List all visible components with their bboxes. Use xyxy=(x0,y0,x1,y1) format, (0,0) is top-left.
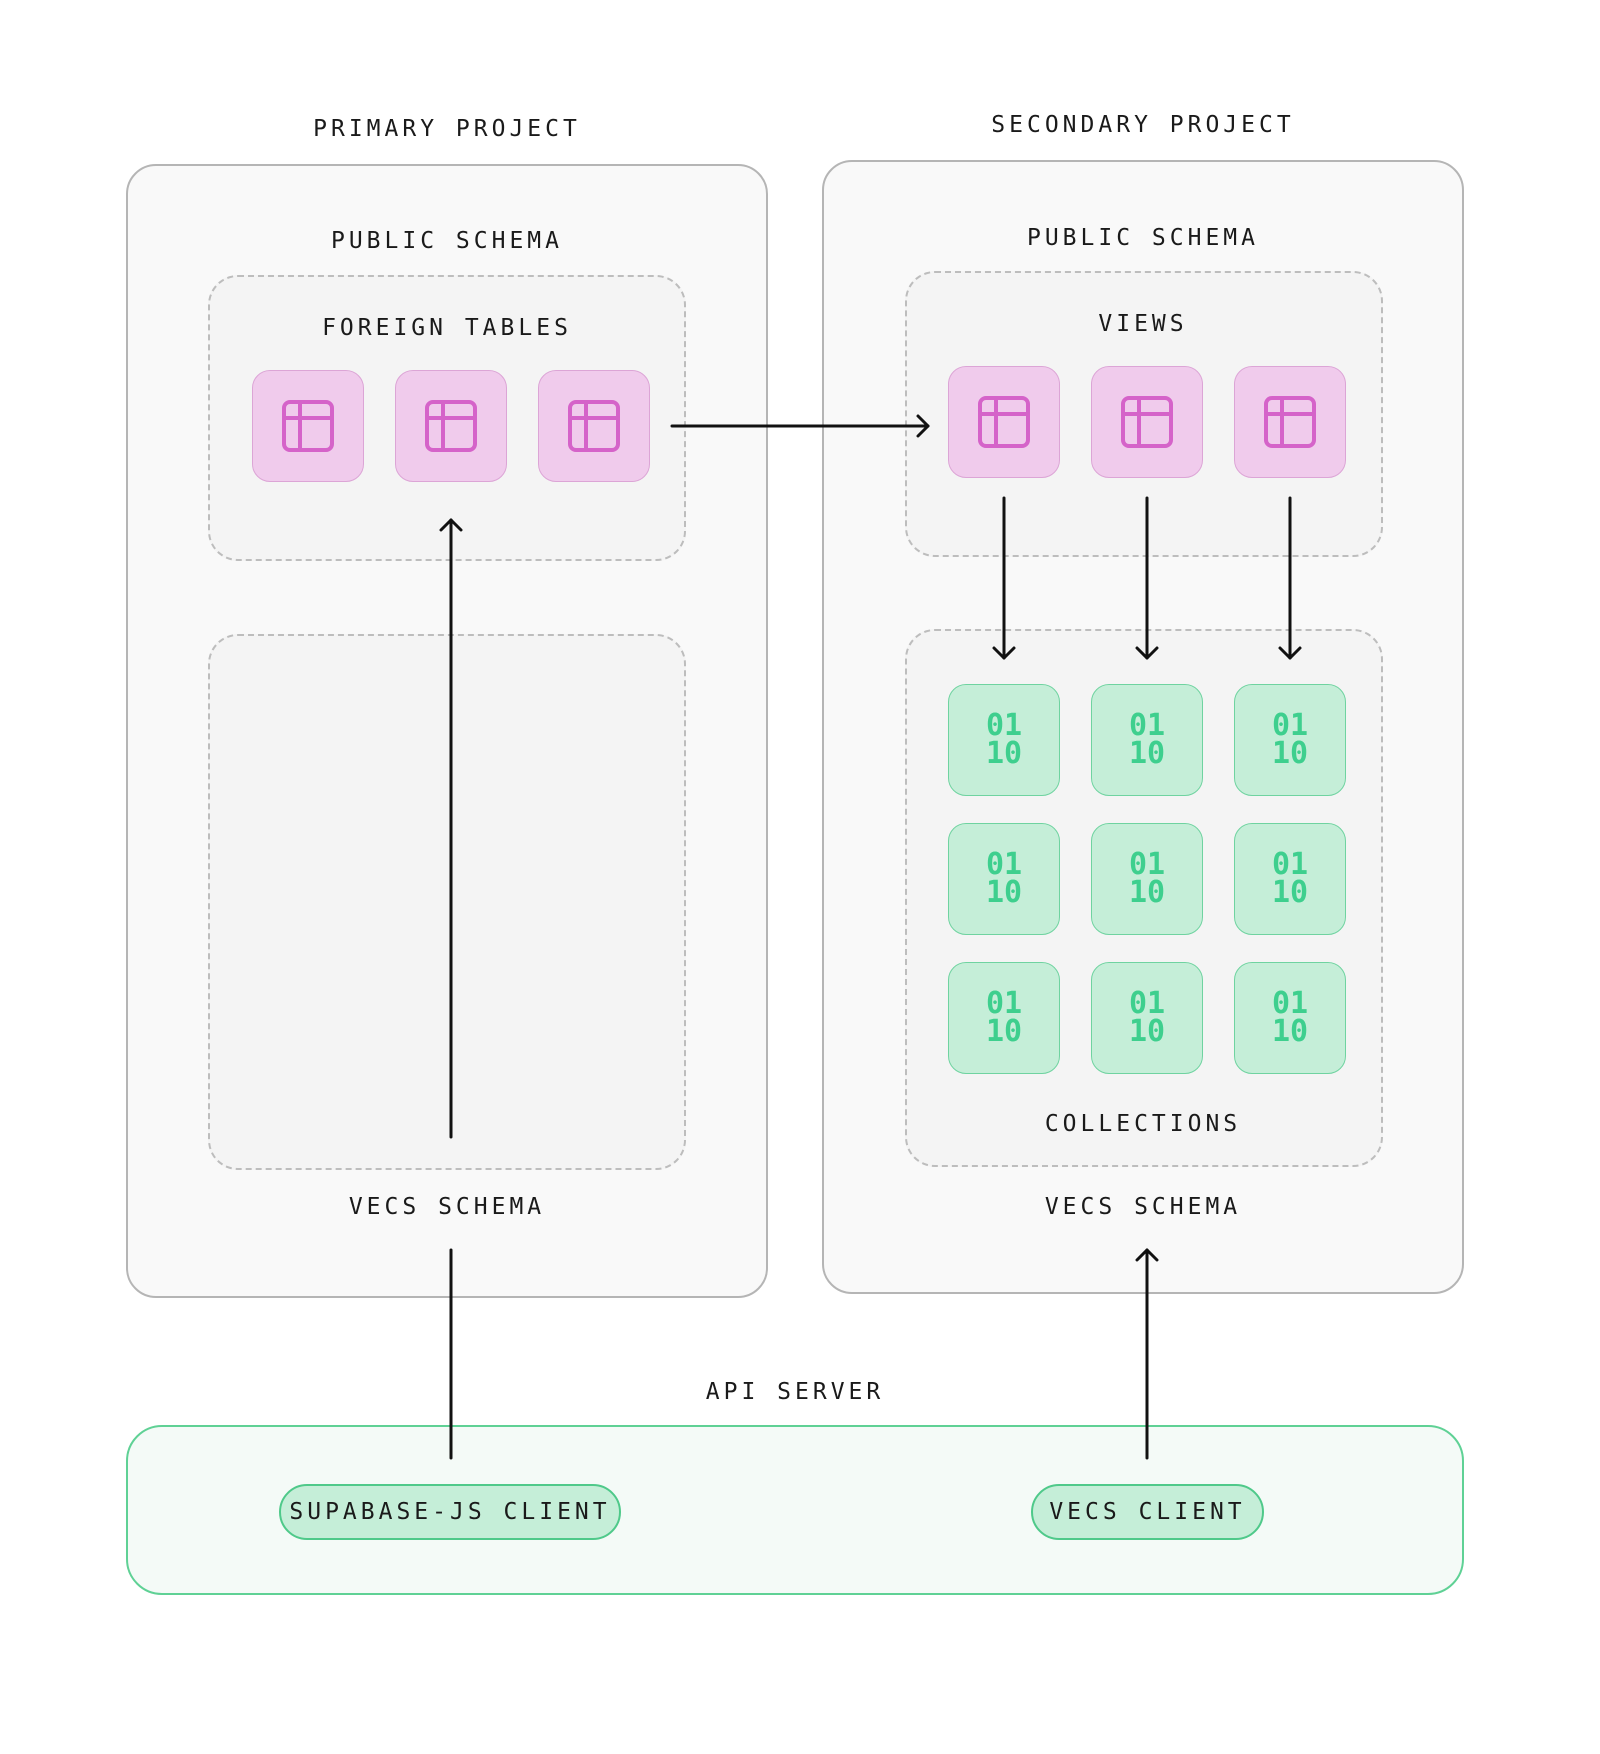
svg-text:01: 01 xyxy=(986,847,1022,882)
foreign-table-tile xyxy=(252,370,364,482)
foreign-table-tile xyxy=(538,370,650,482)
vecs-client-pill[interactable]: VECS CLIENT xyxy=(1031,1484,1264,1540)
arrow-head xyxy=(916,414,930,438)
svg-text:10: 10 xyxy=(986,1014,1022,1049)
collections-label: COLLECTIONS xyxy=(1044,1111,1242,1137)
svg-text:01: 01 xyxy=(1272,986,1308,1021)
arrow-head xyxy=(1278,646,1302,660)
foreign-tables-label: FOREIGN TABLES xyxy=(322,315,572,341)
primary-project-title: PRIMARY PROJECT xyxy=(313,116,581,142)
table-icon xyxy=(978,396,1030,448)
table-icon xyxy=(568,400,620,452)
secondary-project-title: SECONDARY PROJECT xyxy=(991,112,1295,138)
svg-text:10: 10 xyxy=(1129,1014,1165,1049)
table-icon xyxy=(425,400,477,452)
svg-text:01: 01 xyxy=(1272,708,1308,743)
secondary-vecs-schema-label: VECS SCHEMA xyxy=(1044,1194,1242,1220)
svg-text:10: 10 xyxy=(986,875,1022,910)
svg-text:01: 01 xyxy=(986,986,1022,1021)
supabase-js-client-pill[interactable]: SUPABASE-JS CLIENT xyxy=(279,1484,621,1540)
svg-text:01: 01 xyxy=(1272,847,1308,882)
table-icon xyxy=(282,400,334,452)
arrow-head xyxy=(992,646,1016,660)
arrow-head xyxy=(1135,1248,1159,1262)
svg-text:10: 10 xyxy=(1272,736,1308,771)
view-tile xyxy=(1234,366,1346,478)
svg-text:10: 10 xyxy=(1129,736,1165,771)
view-tile xyxy=(1091,366,1203,478)
view-tile xyxy=(948,366,1060,478)
arrow-head xyxy=(1135,646,1159,660)
table-icon xyxy=(1264,396,1316,448)
arrow-head xyxy=(439,518,463,532)
svg-text:10: 10 xyxy=(1272,875,1308,910)
api-server-title: API SERVER xyxy=(705,1379,885,1405)
secondary-public-schema-label: PUBLIC SCHEMA xyxy=(1026,225,1260,251)
svg-text:01: 01 xyxy=(986,708,1022,743)
svg-text:01: 01 xyxy=(1129,708,1165,743)
views-label: VIEWS xyxy=(1098,311,1188,337)
table-icon xyxy=(1121,396,1173,448)
svg-text:01: 01 xyxy=(1129,986,1165,1021)
primary-vecs-schema-label: VECS SCHEMA xyxy=(348,1194,546,1220)
svg-text:10: 10 xyxy=(986,736,1022,771)
foreign-table-tile xyxy=(395,370,507,482)
svg-text:01: 01 xyxy=(1129,847,1165,882)
primary-vecs-schema-box xyxy=(208,634,686,1170)
primary-public-schema-label: PUBLIC SCHEMA xyxy=(330,228,564,254)
svg-text:10: 10 xyxy=(1129,875,1165,910)
svg-text:10: 10 xyxy=(1272,1014,1308,1049)
